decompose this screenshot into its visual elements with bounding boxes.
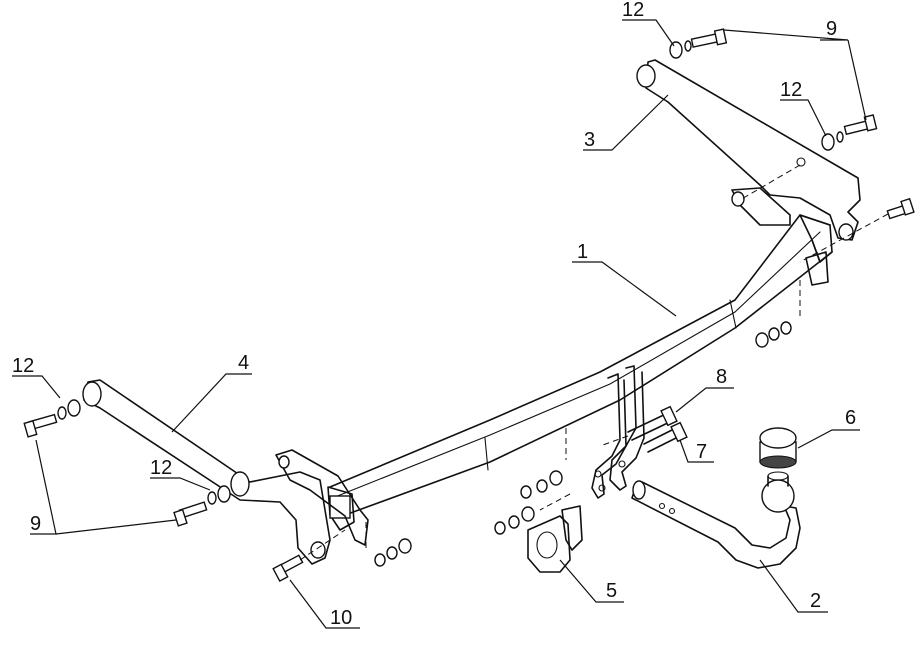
label-part-3: 3: [584, 129, 595, 151]
label-part-9-left: 9: [30, 513, 41, 535]
socket-plate-part-5: [527, 505, 583, 573]
label-part-9-top: 9: [826, 18, 837, 40]
label-part-1: 1: [577, 241, 588, 263]
label-part-12-left: 12: [12, 355, 34, 377]
label-part-8: 8: [716, 366, 727, 388]
label-part-7: 7: [696, 441, 707, 463]
label-part-5: 5: [606, 580, 617, 602]
nuts-right: [755, 321, 792, 348]
washer-12-left-lower: [207, 485, 231, 505]
label-part-4: 4: [238, 352, 249, 374]
bolt-7: [643, 421, 688, 453]
bolt-10: [272, 554, 304, 583]
ball-cover-part-6: [759, 427, 797, 469]
label-part-12-top: 12: [622, 0, 644, 21]
label-part-6: 6: [845, 407, 856, 429]
label-part-2: 2: [810, 590, 821, 612]
right-bracket-part-3: [636, 59, 861, 241]
nuts-left: [365, 522, 412, 567]
leader-lines: [12, 19, 867, 629]
bolt-9-far-right: [886, 197, 915, 220]
bolt-9-upper-right: [821, 114, 878, 151]
bolt-9-left: [23, 413, 58, 438]
ball-arm-part-2: [631, 471, 801, 569]
washer-12-left: [57, 399, 81, 420]
bolt-8: [627, 405, 678, 441]
left-bracket-part-4: [82, 379, 369, 565]
label-part-12-top-right: 12: [780, 79, 802, 101]
label-part-12-left-lower: 12: [150, 457, 172, 479]
label-part-10: 10: [330, 607, 352, 629]
bolt-9-top: [690, 28, 728, 48]
washer-12-top: [669, 40, 692, 59]
bolt-9-left-lower: [173, 501, 208, 527]
center-fasteners: [494, 428, 571, 535]
